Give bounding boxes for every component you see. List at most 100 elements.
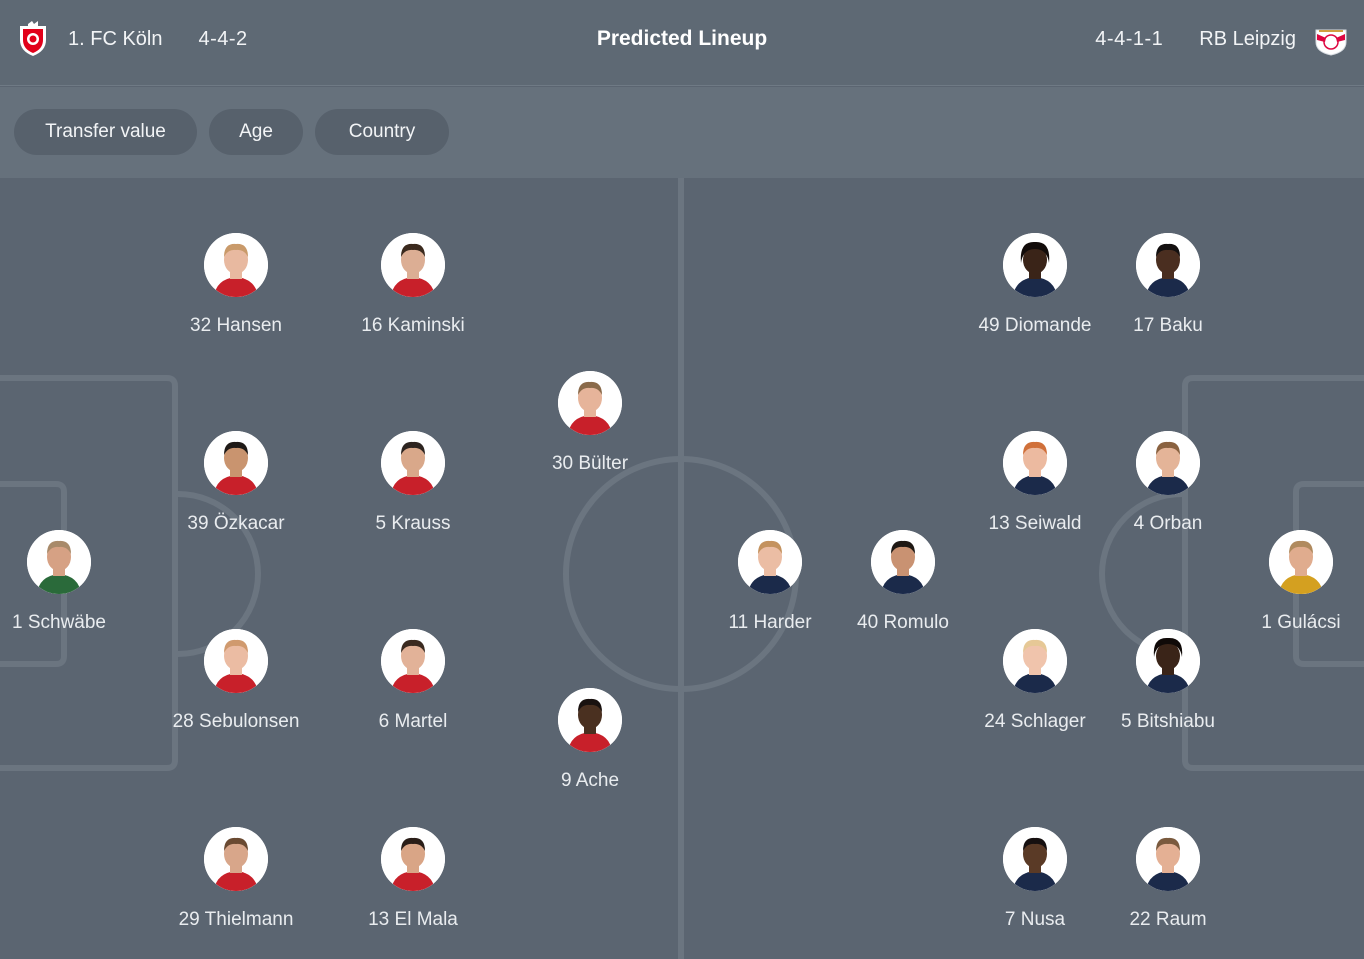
player-card-schwabe[interactable]: 1 Schwäbe (0, 530, 144, 634)
player-avatar (1003, 629, 1067, 693)
player-label: 7 Nusa (1004, 909, 1066, 930)
player-avatar (1136, 431, 1200, 495)
player-card-seiwald[interactable]: 13 Seiwald (950, 431, 1120, 535)
player-avatar (204, 827, 268, 891)
player-photo-icon (1003, 233, 1067, 297)
transfer-value-filter-button[interactable]: Transfer value (14, 109, 197, 155)
player-photo-icon (204, 233, 268, 297)
rb-leipzig-crest-icon (1312, 20, 1350, 58)
player-photo-icon (381, 233, 445, 297)
player-avatar (1136, 629, 1200, 693)
player-photo-icon (1136, 233, 1200, 297)
player-avatar (381, 827, 445, 891)
player-label: 6 Martel (378, 711, 448, 732)
pitch: 32 Hansen 16 Kaminski 30 Bülter 39 Özkac… (0, 178, 1364, 959)
filter-bar: Transfer value Age Country (0, 87, 1364, 178)
player-label: 1 Schwäbe (11, 612, 106, 633)
home-formation: 4-4-2 (198, 27, 248, 50)
player-card-el-mala[interactable]: 13 El Mala (328, 827, 498, 931)
player-avatar (204, 629, 268, 693)
player-label: 32 Hansen (190, 315, 282, 336)
player-card-diomande[interactable]: 49 Diomande (950, 233, 1120, 337)
player-photo-icon (381, 827, 445, 891)
player-label: 16 Kaminski (361, 315, 465, 336)
player-label: 13 Seiwald (988, 513, 1082, 534)
player-label: 13 El Mala (368, 909, 458, 930)
player-photo-icon (27, 530, 91, 594)
player-card-orban[interactable]: 4 Orban (1083, 431, 1253, 535)
player-label: 4 Orban (1133, 513, 1203, 534)
player-photo-icon (204, 827, 268, 891)
player-avatar (558, 688, 622, 752)
player-label: 5 Krauss (375, 513, 451, 534)
player-avatar (381, 629, 445, 693)
player-card-sebulonsen[interactable]: 28 Sebulonsen (151, 629, 321, 733)
player-avatar (1269, 530, 1333, 594)
home-team[interactable]: 1. FC Köln 4-4-2 (14, 0, 248, 78)
player-label: 30 Bülter (551, 453, 629, 474)
player-card-ozkacar[interactable]: 39 Özkacar (151, 431, 321, 535)
player-avatar (558, 371, 622, 435)
player-avatar (381, 233, 445, 297)
player-card-kaminski[interactable]: 16 Kaminski (328, 233, 498, 337)
player-photo-icon (871, 530, 935, 594)
player-card-bulter[interactable]: 30 Bülter (505, 371, 675, 475)
player-photo-icon (1003, 629, 1067, 693)
player-card-martel[interactable]: 6 Martel (328, 629, 498, 733)
player-photo-icon (1136, 827, 1200, 891)
player-photo-icon (1136, 629, 1200, 693)
player-photo-icon (1136, 431, 1200, 495)
player-card-gulacsi[interactable]: 1 Gulácsi (1216, 530, 1364, 634)
player-label: 22 Raum (1129, 909, 1207, 930)
player-avatar (1136, 233, 1200, 297)
player-label: 39 Özkacar (187, 513, 285, 534)
player-photo-icon (204, 629, 268, 693)
player-photo-icon (1269, 530, 1333, 594)
player-avatar (871, 530, 935, 594)
player-card-romulo[interactable]: 40 Romulo (818, 530, 988, 634)
player-card-schlager[interactable]: 24 Schlager (950, 629, 1120, 733)
player-label: 24 Schlager (984, 711, 1086, 732)
player-photo-icon (558, 371, 622, 435)
player-card-ache[interactable]: 9 Ache (505, 688, 675, 792)
player-photo-icon (1003, 431, 1067, 495)
player-label: 29 Thielmann (178, 909, 294, 930)
player-photo-icon (381, 431, 445, 495)
player-card-baku[interactable]: 17 Baku (1083, 233, 1253, 337)
player-photo-icon (738, 530, 802, 594)
player-card-hansen[interactable]: 32 Hansen (151, 233, 321, 337)
player-label: 5 Bitshiabu (1120, 711, 1215, 732)
age-filter-button[interactable]: Age (209, 109, 303, 155)
player-photo-icon (381, 629, 445, 693)
player-avatar (1003, 431, 1067, 495)
player-card-nusa[interactable]: 7 Nusa (950, 827, 1120, 931)
player-card-thielmann[interactable]: 29 Thielmann (151, 827, 321, 931)
player-avatar (27, 530, 91, 594)
player-avatar (381, 431, 445, 495)
player-avatar (204, 233, 268, 297)
country-filter-button[interactable]: Country (315, 109, 449, 155)
player-photo-icon (558, 688, 622, 752)
fc-koln-crest-icon (14, 20, 52, 58)
lineup-header: 1. FC Köln 4-4-2 Predicted Lineup 4-4-1-… (0, 0, 1364, 86)
player-photo-icon (204, 431, 268, 495)
player-card-bitshiabu[interactable]: 5 Bitshiabu (1083, 629, 1253, 733)
player-label: 17 Baku (1133, 315, 1203, 336)
player-label: 49 Diomande (978, 315, 1092, 336)
player-label: 28 Sebulonsen (172, 711, 300, 732)
player-label: 9 Ache (560, 770, 620, 791)
player-photo-icon (1003, 827, 1067, 891)
player-label: 40 Romulo (857, 612, 949, 633)
player-card-raum[interactable]: 22 Raum (1083, 827, 1253, 931)
player-label: 1 Gulácsi (1261, 612, 1341, 633)
away-team-name: RB Leipzig (1199, 27, 1296, 50)
player-avatar (1136, 827, 1200, 891)
player-avatar (738, 530, 802, 594)
player-label: 11 Harder (728, 612, 812, 633)
player-card-krauss[interactable]: 5 Krauss (328, 431, 498, 535)
away-team[interactable]: 4-4-1-1 RB Leipzig (1095, 0, 1350, 78)
player-card-harder[interactable]: 11 Harder (685, 530, 855, 634)
home-team-name: 1. FC Köln (68, 27, 163, 50)
player-avatar (204, 431, 268, 495)
player-avatar (1003, 827, 1067, 891)
